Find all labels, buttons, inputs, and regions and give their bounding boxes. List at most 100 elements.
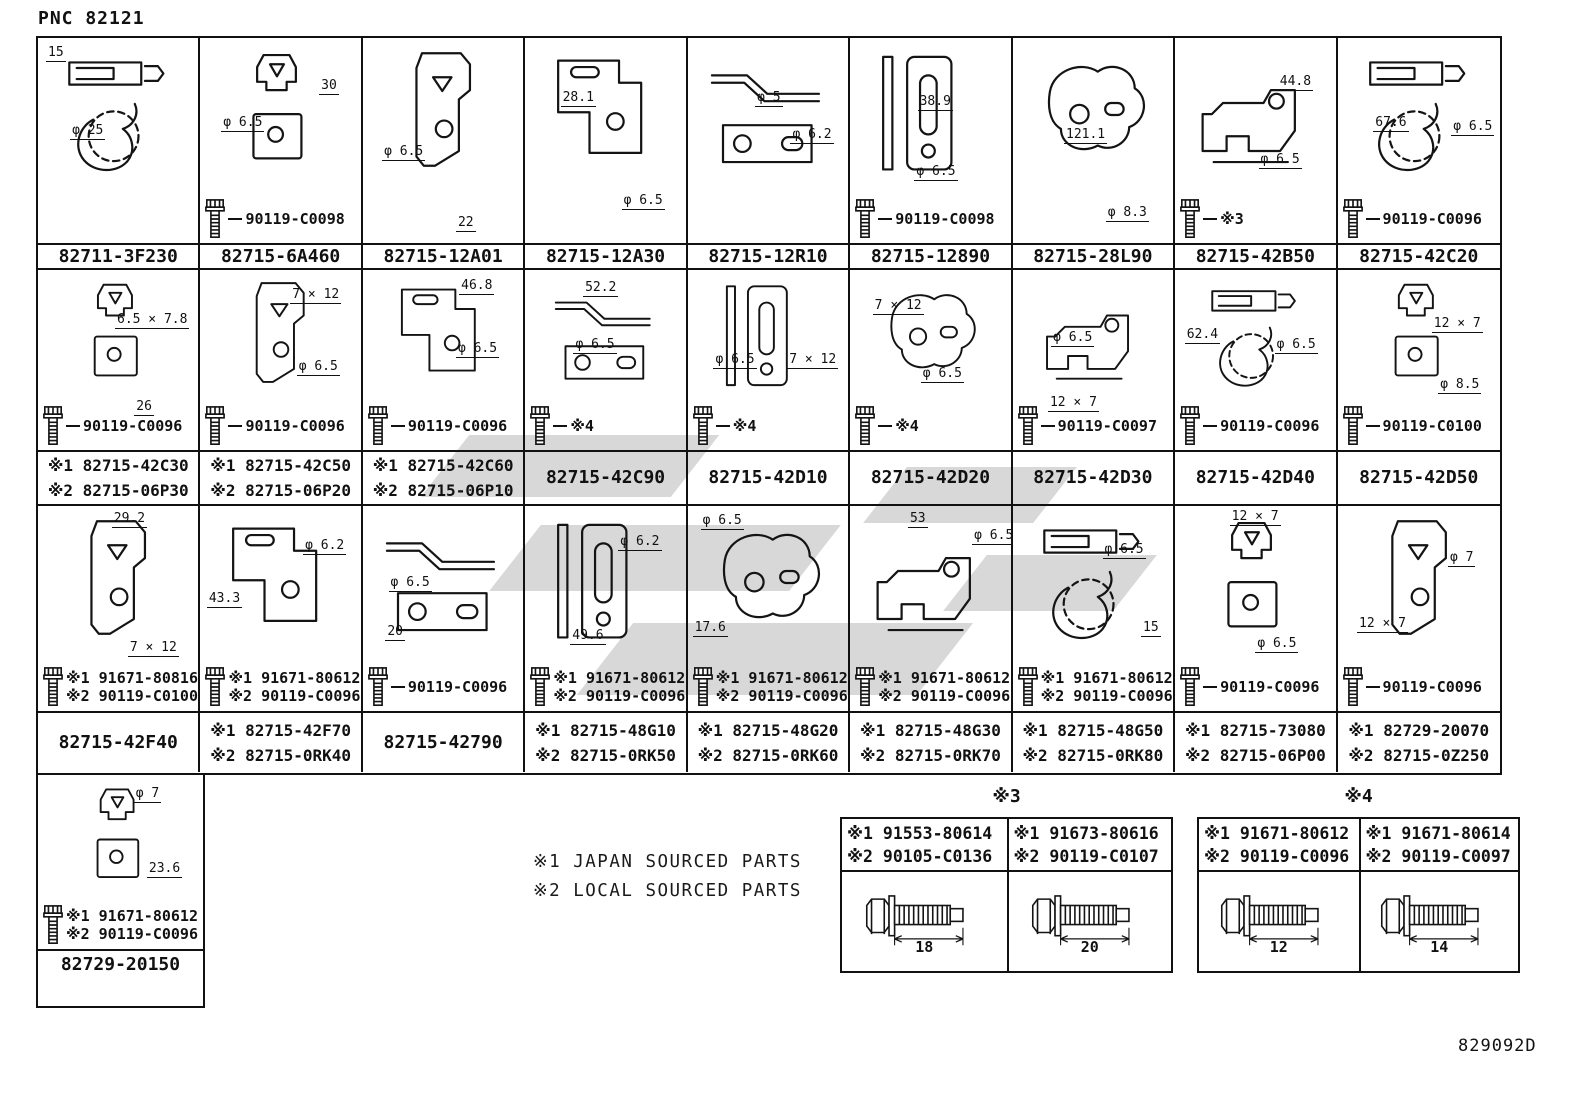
bolt-ref: 90119-C0096 xyxy=(1180,666,1319,708)
part-drawing-cell: φ 6.2 43.3 ※1 91671-80612※2 90119-C0096 xyxy=(200,506,363,711)
bolt-part-number: ※2 90119-C0107 xyxy=(1013,847,1159,866)
bolt-icon xyxy=(1342,667,1363,706)
bolt-icon xyxy=(1180,199,1201,238)
part-number-cell: 82729-20150 xyxy=(38,949,203,978)
part-number: 82715-42D40 xyxy=(1195,467,1315,488)
legend-local-sourced: ※2 LOCAL SOURCED PARTS xyxy=(533,881,802,901)
bracket-outline-drawing xyxy=(68,61,165,172)
part-number-cell: ※1 82729-20070※2 82715-0Z250 xyxy=(1337,711,1500,772)
parts-grid: 15 φ 25 82711-3F230 30 φ 6.5 90119-C0098 82715… xyxy=(36,36,1502,775)
dimension-label: 46.8 xyxy=(459,278,495,295)
bolt-icon xyxy=(530,667,551,706)
dimension-label: 20 xyxy=(385,623,405,641)
leader-line xyxy=(553,425,568,427)
bolt-ref: 90119-C0096 xyxy=(367,405,508,447)
bracket-outline-drawing xyxy=(890,294,976,369)
bolt-side-icon xyxy=(1031,894,1130,945)
part-number: ※1 82715-48G20 xyxy=(697,720,839,740)
dimension-label: φ 6.5 xyxy=(388,574,432,592)
part-number: 82711-3F230 xyxy=(58,245,178,267)
dimension-label: φ 6.2 xyxy=(303,537,347,555)
leader-line xyxy=(878,425,893,427)
bolt-part-number: 90119-C0096 xyxy=(83,417,183,435)
bolt-part-number: ※4 xyxy=(732,417,757,435)
dimension-label: φ 6.5 xyxy=(700,513,744,531)
part-number-cell: ※1 82715-42F70※2 82715-0RK40 xyxy=(200,711,363,772)
part-number: ※1 82715-42C60 xyxy=(372,456,514,475)
dimension-label: 26 xyxy=(134,398,154,416)
bolt-ref: 90119-C0096 xyxy=(1342,198,1482,240)
dimension-label: 7 × 12 xyxy=(290,287,342,304)
dimension-label: φ 6.5 xyxy=(296,359,340,376)
dimension-label: 22 xyxy=(455,215,476,233)
part-number: 82715-42F40 xyxy=(58,731,178,753)
part-number: 82715-42C90 xyxy=(545,467,666,488)
bolt-part-number: ※2 90119-C0096 xyxy=(878,687,1011,705)
part-number: 82715-42C20 xyxy=(1359,245,1479,267)
dimension-label: 7 × 12 xyxy=(127,640,179,658)
part-number: 82715-42D20 xyxy=(870,467,991,488)
bolt-ref: ※1 91671-80612※2 90119-C0096 xyxy=(43,904,198,946)
dimension-label: φ 6.5 xyxy=(914,164,958,182)
bolt-part-number: ※1 91671-80612 xyxy=(1040,669,1173,687)
bracket-outline-drawing xyxy=(1227,522,1278,628)
leader-line xyxy=(1365,425,1380,427)
leader-line xyxy=(1203,218,1218,220)
bolt-part-number: 90119-C0096 xyxy=(245,417,345,435)
bracket-outline-drawing xyxy=(256,282,306,384)
bolt-ref: 90119-C0097 xyxy=(1017,405,1157,447)
bracket-outline-drawing xyxy=(1047,66,1145,151)
bracket-outline-drawing xyxy=(1390,520,1447,636)
leader-line xyxy=(1365,686,1380,688)
part-number-cell: 82715-42C90 xyxy=(525,450,688,506)
part-number: 82715-42B50 xyxy=(1195,245,1315,267)
dimension-label: 53 xyxy=(907,511,928,529)
bolt-part-number: 90119-C0096 xyxy=(407,417,508,435)
part-number-cell: ※1 82715-48G20※2 82715-0RK60 xyxy=(687,711,851,772)
dimension-label: φ 25 xyxy=(70,123,106,141)
part-number: 82715-28L90 xyxy=(1033,245,1153,267)
bolt-icon xyxy=(43,905,63,944)
bolt-spec-header: ※1 91671-80614※2 90119-C0097 xyxy=(1360,819,1518,872)
leader-line xyxy=(1203,425,1218,427)
part-number: 82715-12A01 xyxy=(383,245,503,267)
part-number: ※2 82715-0RK40 xyxy=(210,745,352,765)
bolt-ref: 90119-C0098 xyxy=(855,198,995,240)
dimension-label: 15 xyxy=(1141,619,1161,637)
part-number: ※2 82715-0Z250 xyxy=(1348,745,1490,765)
dimension-label: 44.8 xyxy=(1277,73,1314,91)
part-number: 82715-12890 xyxy=(870,245,991,267)
leader-line xyxy=(1203,686,1218,688)
part-number-cell: ※1 82715-73080※2 82715-06P00 xyxy=(1175,711,1338,772)
bolt-part-number: 90119-C0096 xyxy=(1382,678,1482,696)
part-number: 82715-42D50 xyxy=(1359,467,1479,488)
bolt-side-icon xyxy=(1220,894,1319,945)
bolt-ref: ※1 91671-80612※2 90119-C0096 xyxy=(530,666,685,708)
bolt-part-number: 90119-C0100 xyxy=(1382,417,1482,435)
dimension-label: 15 xyxy=(46,45,66,63)
dimension-label: 38.9 xyxy=(917,94,953,112)
part-number-cell: 82715-42D30 xyxy=(1012,450,1176,506)
part-number-cell: ※1 82715-42C60※2 82715-06P10 xyxy=(362,450,526,506)
bolt-ref: ※1 91671-80612※2 90119-C0096 xyxy=(205,666,360,708)
dimension-label: 62.4 xyxy=(1184,326,1221,344)
bolt-part-number: ※1 91671-80612 xyxy=(878,669,1011,687)
dimension-label: 30 xyxy=(319,78,339,95)
part-number: ※2 82715-06P00 xyxy=(1184,745,1326,765)
bolt-length-label: 18 xyxy=(915,937,934,956)
bolt-ref: ※1 91671-80612※2 90119-C0096 xyxy=(692,666,848,708)
dimension-label: φ 6.2 xyxy=(618,533,662,551)
dimension-label: 43.3 xyxy=(206,591,243,609)
bolt-icon xyxy=(43,406,63,445)
page-code: 829092D xyxy=(1458,1036,1537,1056)
